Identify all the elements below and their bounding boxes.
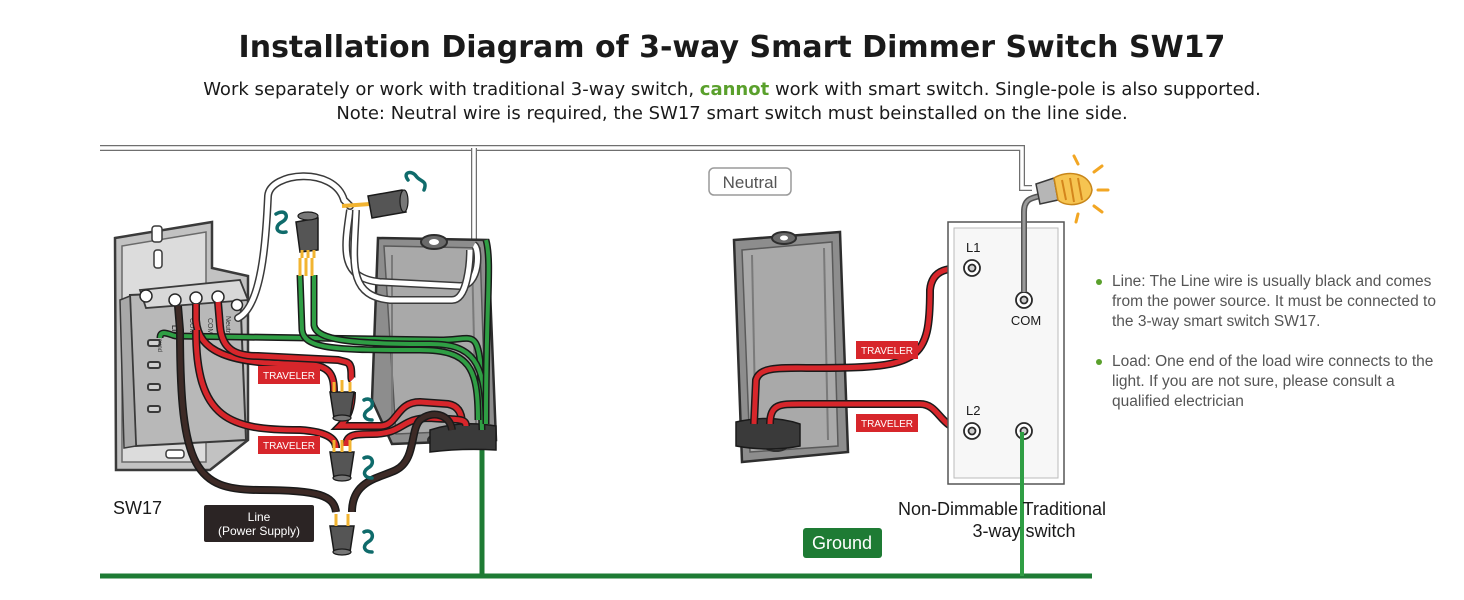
wire-nut-icon xyxy=(329,380,355,422)
twist-arrows xyxy=(274,170,427,554)
subtitle-line-1: Work separately or work with traditional… xyxy=(0,79,1464,100)
neutral-wire xyxy=(100,145,1032,245)
note-text: Line: The Line wire is usually black and… xyxy=(1112,273,1436,330)
terminal-label-ground: Ground xyxy=(156,332,162,352)
wire-nut-icon xyxy=(367,189,409,219)
load-wire xyxy=(1021,193,1041,292)
note-load: Load: One end of the load wire connects … xyxy=(1094,352,1454,412)
traveler-label-right-2: TRAVELER xyxy=(856,414,918,432)
svg-text:TRAVELER: TRAVELER xyxy=(861,419,913,430)
terminal-label-neutral: Neutral xyxy=(224,316,231,339)
twist-arrow-icon xyxy=(404,170,427,192)
bullet-dot xyxy=(1096,359,1102,365)
light-bulb-icon xyxy=(1035,154,1110,224)
switch-terminals xyxy=(963,259,1033,440)
twist-arrow-icon xyxy=(362,455,375,480)
wire-nut-icon xyxy=(329,440,355,482)
twist-arrow-icon xyxy=(362,397,375,422)
traveler-label-right-1: TRAVELER xyxy=(856,341,918,359)
sw17-label: SW17 xyxy=(113,498,162,518)
neutral-white-wires xyxy=(234,172,482,322)
twist-arrow-icon xyxy=(274,210,288,235)
switch-name-line-2: 3-way switch xyxy=(972,521,1075,541)
subtitle-text-end: work with smart switch. Single-pole is a… xyxy=(769,79,1261,100)
l2-label: L2 xyxy=(966,403,980,418)
right-junction-box xyxy=(732,230,850,464)
subtitle-text: Work separately or work with traditional… xyxy=(203,79,700,100)
subtitle-line-2: Note: Neutral wire is required, the SW17… xyxy=(336,103,1128,124)
wire-nut-group xyxy=(295,189,409,556)
page-title: Installation Diagram of 3-way Smart Dimm… xyxy=(238,30,1226,65)
note-line: Line: The Line wire is usually black and… xyxy=(1094,272,1454,332)
wire-nut-icon xyxy=(329,514,355,556)
terminal-screws xyxy=(139,289,244,312)
twist-arrow-icon xyxy=(362,529,375,554)
ground-label: Ground xyxy=(803,528,882,558)
notes-list: Line: The Line wire is usually black and… xyxy=(1094,272,1454,432)
wire-nut-icon xyxy=(295,211,319,258)
traveler-label-left-2: TRAVELER xyxy=(258,436,320,454)
line-dark-wires xyxy=(174,305,456,513)
svg-text:(Power Supply): (Power Supply) xyxy=(218,524,300,538)
line-power-supply-label: Line (Power Supply) xyxy=(204,505,314,542)
ground-green-wires xyxy=(156,239,493,431)
l1-label: L1 xyxy=(966,240,980,255)
svg-text:TRAVELER: TRAVELER xyxy=(263,371,315,382)
traveler-label-left-1: TRAVELER xyxy=(258,366,320,384)
svg-text:Line: Line xyxy=(248,510,271,524)
switch-name-line-1: Non-Dimmable Traditional xyxy=(898,499,1106,519)
terminal-label-com2: COM2 xyxy=(206,318,213,338)
bullet-dot xyxy=(1096,279,1102,285)
note-text: Load: One end of the load wire connects … xyxy=(1112,353,1434,410)
svg-text:Neutral: Neutral xyxy=(723,173,778,192)
terminal-label-com1: COM1 xyxy=(188,318,195,338)
svg-text:TRAVELER: TRAVELER xyxy=(263,441,315,452)
svg-text:TRAVELER: TRAVELER xyxy=(861,346,913,357)
traditional-3way-switch: L1 L2 COM xyxy=(947,221,1065,485)
cannot-highlight: cannot xyxy=(699,79,770,100)
neutral-label: Neutral xyxy=(708,167,792,196)
svg-text:Ground: Ground xyxy=(812,533,872,553)
com-label: COM xyxy=(1011,313,1041,328)
